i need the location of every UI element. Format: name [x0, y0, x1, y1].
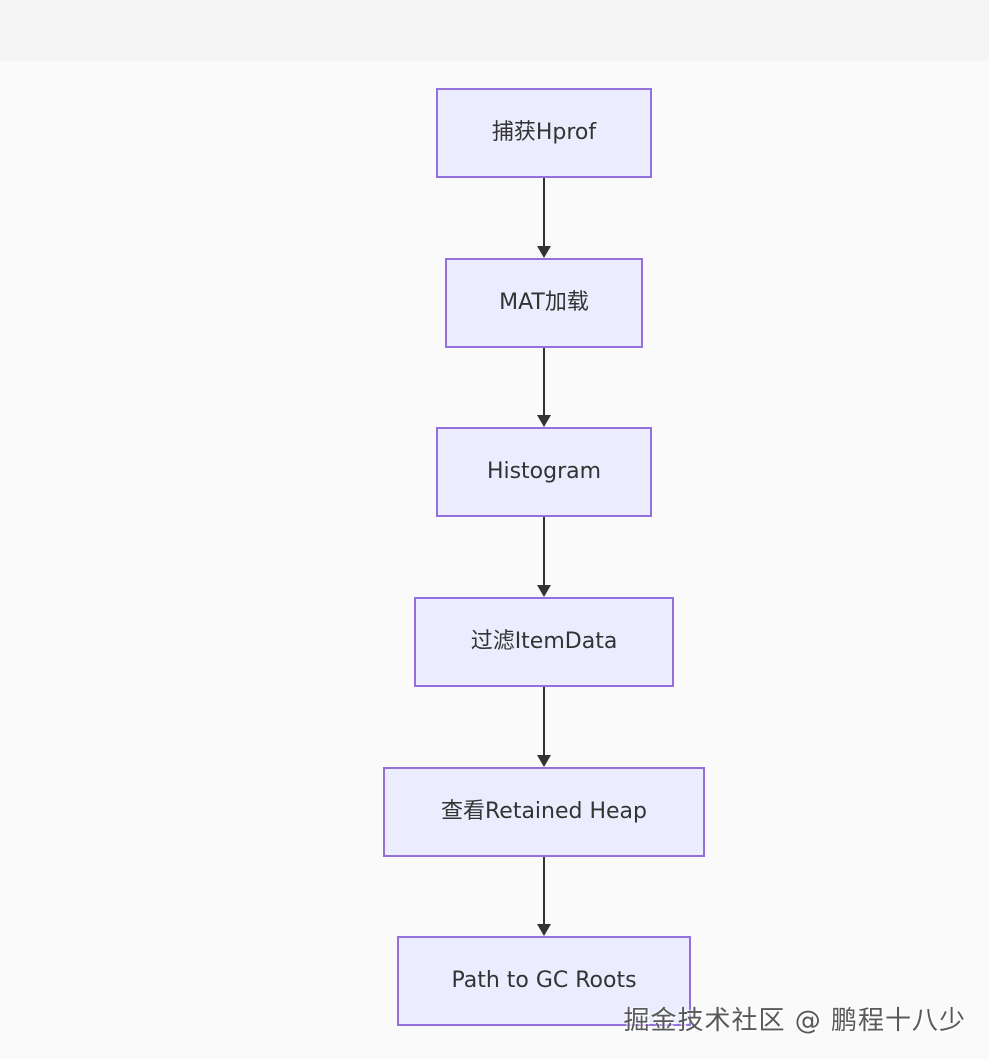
arrowhead-down-icon [537, 246, 551, 258]
flow-node-capture-hprof: 捕获Hprof [436, 88, 652, 178]
flow-node-mat-load: MAT加载 [445, 258, 643, 348]
edge-line [543, 857, 545, 924]
flow-node-label: Path to GC Roots [451, 967, 637, 993]
flow-node-label: 捕获Hprof [491, 119, 597, 145]
flow-node-filter-itemdata: 过滤ItemData [414, 597, 674, 687]
arrowhead-down-icon [537, 585, 551, 597]
flow-node-retained-heap: 查看Retained Heap [383, 767, 705, 857]
flow-node-path-to-gc-roots: Path to GC Roots [397, 936, 691, 1026]
arrowhead-down-icon [537, 924, 551, 936]
arrowhead-down-icon [537, 415, 551, 427]
watermark: 掘金技术社区 @ 鹏程十八少 [623, 1006, 966, 1036]
flow-node-label: 查看Retained Heap [440, 798, 647, 824]
edge-line [543, 178, 545, 246]
top-band [0, 0, 989, 61]
flow-node-histogram: Histogram [436, 427, 652, 517]
flow-node-label: 过滤ItemData [470, 628, 618, 654]
edge-line [543, 687, 545, 755]
flow-node-label: MAT加载 [499, 289, 589, 315]
flow-node-label: Histogram [486, 458, 602, 484]
arrowhead-down-icon [537, 755, 551, 767]
edge-line [543, 348, 545, 415]
edge-line [543, 517, 545, 585]
